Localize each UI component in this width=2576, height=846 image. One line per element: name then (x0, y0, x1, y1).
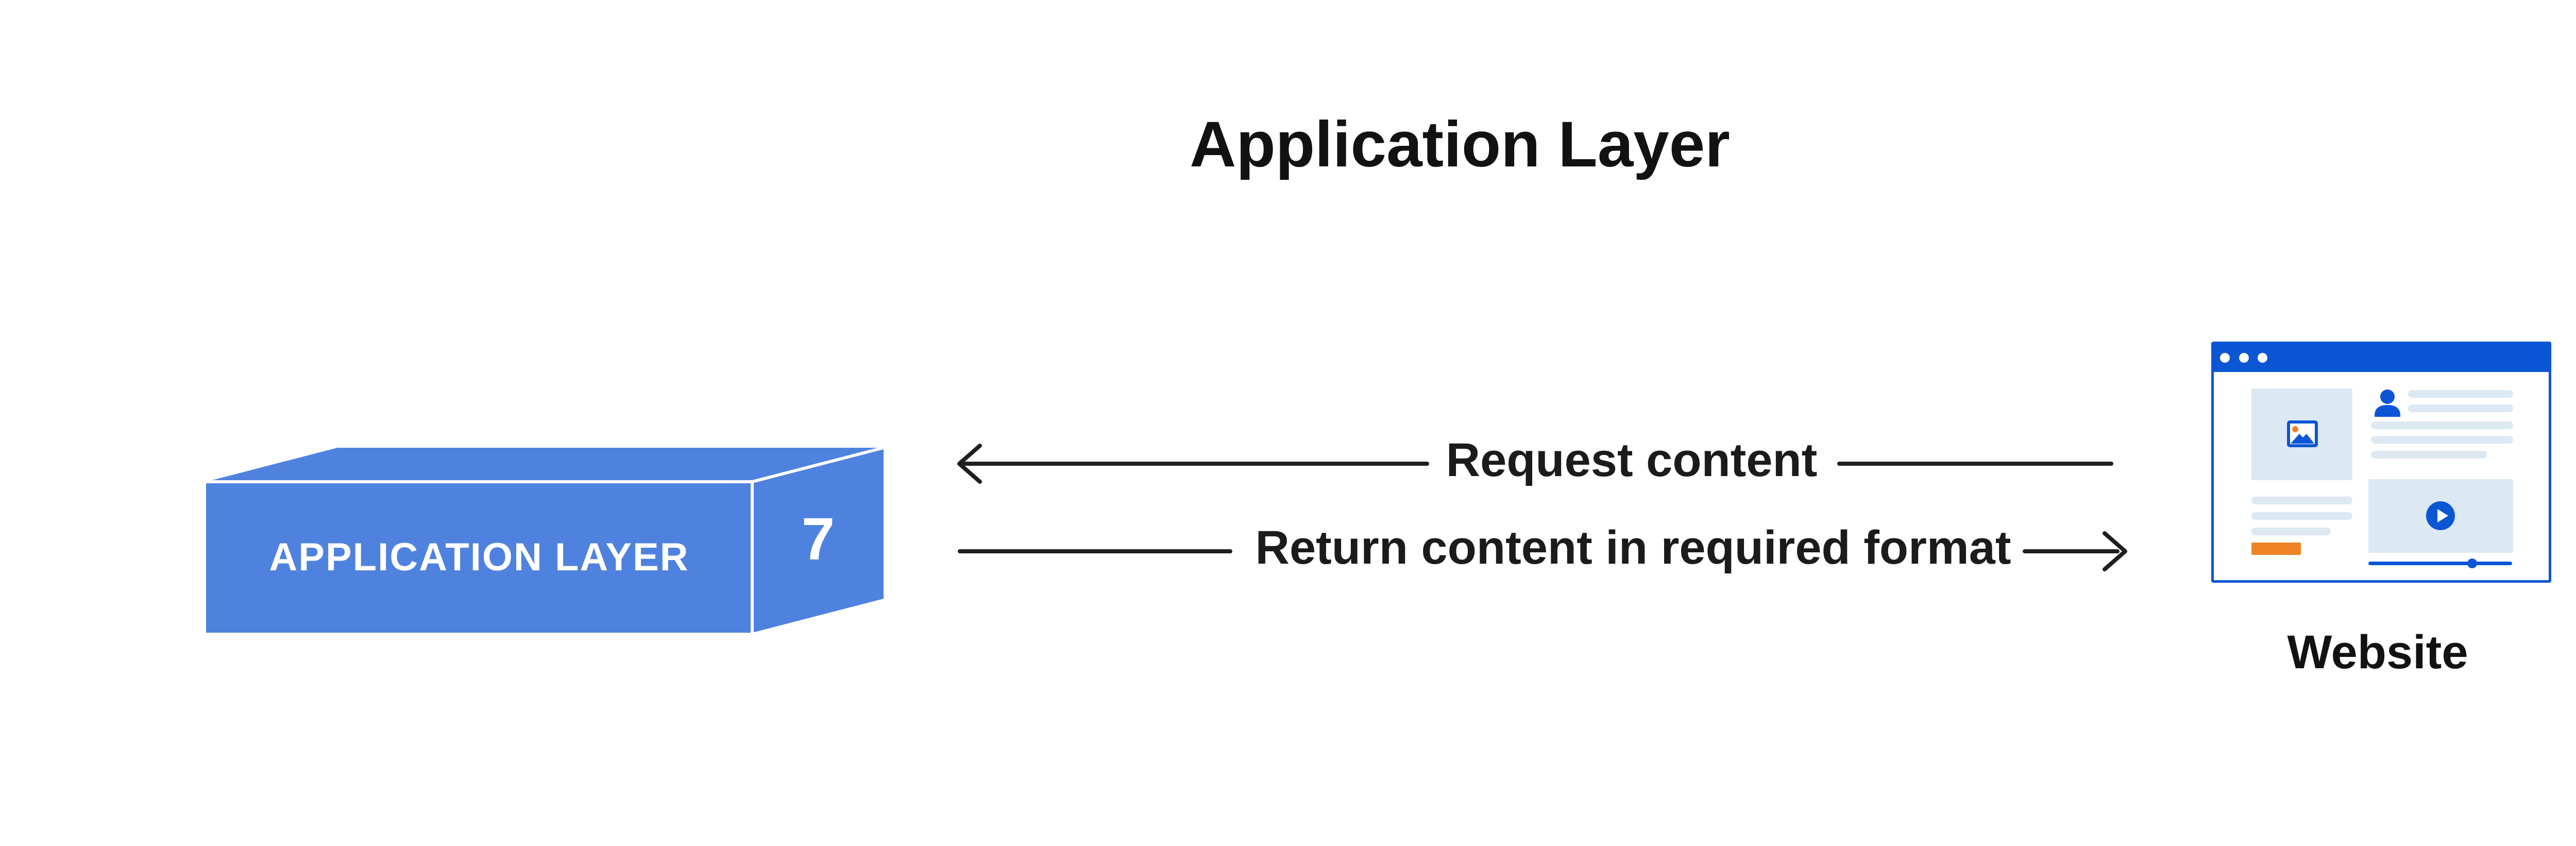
layer-number: 7 (801, 505, 835, 572)
text-line-placeholder (2371, 451, 2487, 459)
window-dot-icon (2239, 353, 2249, 363)
text-line-placeholder (2251, 512, 2352, 520)
play-icon (2426, 501, 2455, 530)
text-line-placeholder (2371, 436, 2513, 444)
window-dot-icon (2258, 353, 2267, 363)
page-title: Application Layer (1190, 109, 1730, 180)
progress-handle-icon (2467, 559, 2477, 568)
osi-layer-box (206, 446, 884, 633)
window-dot-icon (2220, 353, 2230, 363)
text-line-placeholder (2408, 390, 2513, 398)
image-icon (2287, 420, 2318, 447)
button-placeholder (2251, 543, 2301, 555)
box-front-face (206, 482, 752, 633)
person-icon (2375, 390, 2400, 417)
request-arrow-label: Request content (1446, 434, 1818, 486)
box-edge-highlights (206, 446, 884, 633)
browser-title-bar (2214, 344, 2549, 372)
text-line-placeholder (2251, 497, 2352, 504)
website-caption: Website (2287, 626, 2468, 679)
text-line-placeholder (2371, 421, 2513, 429)
box-top-face (206, 448, 884, 482)
text-line-placeholder (2408, 404, 2513, 412)
arrowhead-right-icon (2103, 531, 2127, 571)
browser-window (2211, 342, 2551, 583)
video-progress-bar (2368, 562, 2512, 565)
arrowhead-left-icon (957, 444, 982, 484)
box-side-face (752, 448, 884, 633)
return-arrow-label: Return content in required format (1255, 521, 2011, 574)
text-line-placeholder (2251, 528, 2331, 535)
application-layer-label: APPLICATION LAYER (269, 535, 689, 579)
flow-arrows (957, 444, 2127, 571)
